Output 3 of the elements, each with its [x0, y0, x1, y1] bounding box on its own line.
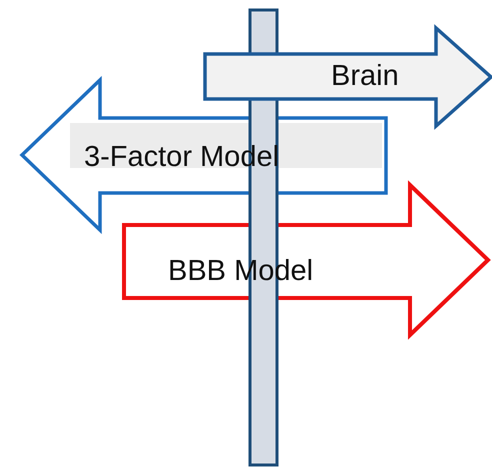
sign-label: Brain: [331, 60, 399, 93]
arrow-sign: [122, 183, 490, 337]
arrow-sign: [203, 26, 492, 128]
